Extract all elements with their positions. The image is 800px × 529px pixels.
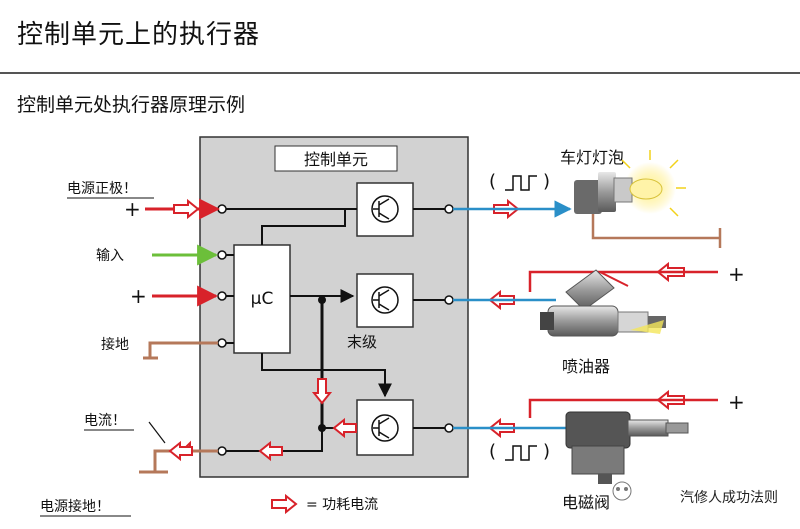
valve-label: 电磁阀 <box>562 493 610 512</box>
power-ground-wire <box>153 449 218 472</box>
terminals <box>217 204 454 456</box>
pulse-paren-open-bottom: ( <box>489 441 496 462</box>
final-stage-label: 末级 <box>347 333 377 351</box>
junction-dot-lower <box>318 424 326 432</box>
injector-image <box>540 269 666 337</box>
bulb-ground-wire <box>591 214 720 240</box>
page-subtitle: 控制单元处执行器原理示例 <box>17 94 246 116</box>
ground-wire <box>148 341 218 358</box>
power-positive-label: 电源正极！ <box>67 181 137 197</box>
pulse-paren-open-top: ( <box>489 171 496 192</box>
valve-image <box>565 411 689 484</box>
watermark-icon <box>612 481 632 501</box>
input-label: 输入 <box>96 248 124 264</box>
control-unit-label: 控制单元 <box>304 150 368 169</box>
injector-label: 喷油器 <box>562 357 610 376</box>
watermark-text: 汽修人成功法则 <box>680 490 778 506</box>
transistor-bottom <box>356 399 414 456</box>
control-unit-label-box <box>274 145 398 172</box>
legend-arrow-icon <box>271 493 298 515</box>
plus-top: + <box>124 197 141 221</box>
power-ground-label: 电源接地！ <box>40 498 110 515</box>
plus-middle: + <box>130 284 147 308</box>
mcu-label: µC <box>251 289 274 309</box>
pulse-signal-bottom <box>505 445 537 461</box>
page-title: 控制单元上的执行器 <box>17 20 261 50</box>
transistor-middle <box>356 273 414 328</box>
ground-label: 接地 <box>101 336 129 353</box>
pulse-paren-close-bottom: ) <box>543 441 550 462</box>
bulb-image <box>574 150 686 217</box>
plus-injector-label: + <box>728 262 745 286</box>
junction-dot-upper <box>318 296 326 304</box>
pulse-paren-close-top: ) <box>543 171 550 192</box>
valve-power-wire <box>528 398 718 418</box>
bulb-label: 车灯灯泡 <box>560 148 624 167</box>
injector-power-wire <box>528 270 718 292</box>
current-pointer <box>148 421 166 444</box>
legend-text: = 功耗电流 <box>306 497 378 513</box>
transistor-top <box>356 182 414 237</box>
pulse-signal-top <box>505 175 537 191</box>
current-label: 电流！ <box>84 413 126 429</box>
title-divider <box>0 72 800 74</box>
plus-valve-label: + <box>728 390 745 414</box>
